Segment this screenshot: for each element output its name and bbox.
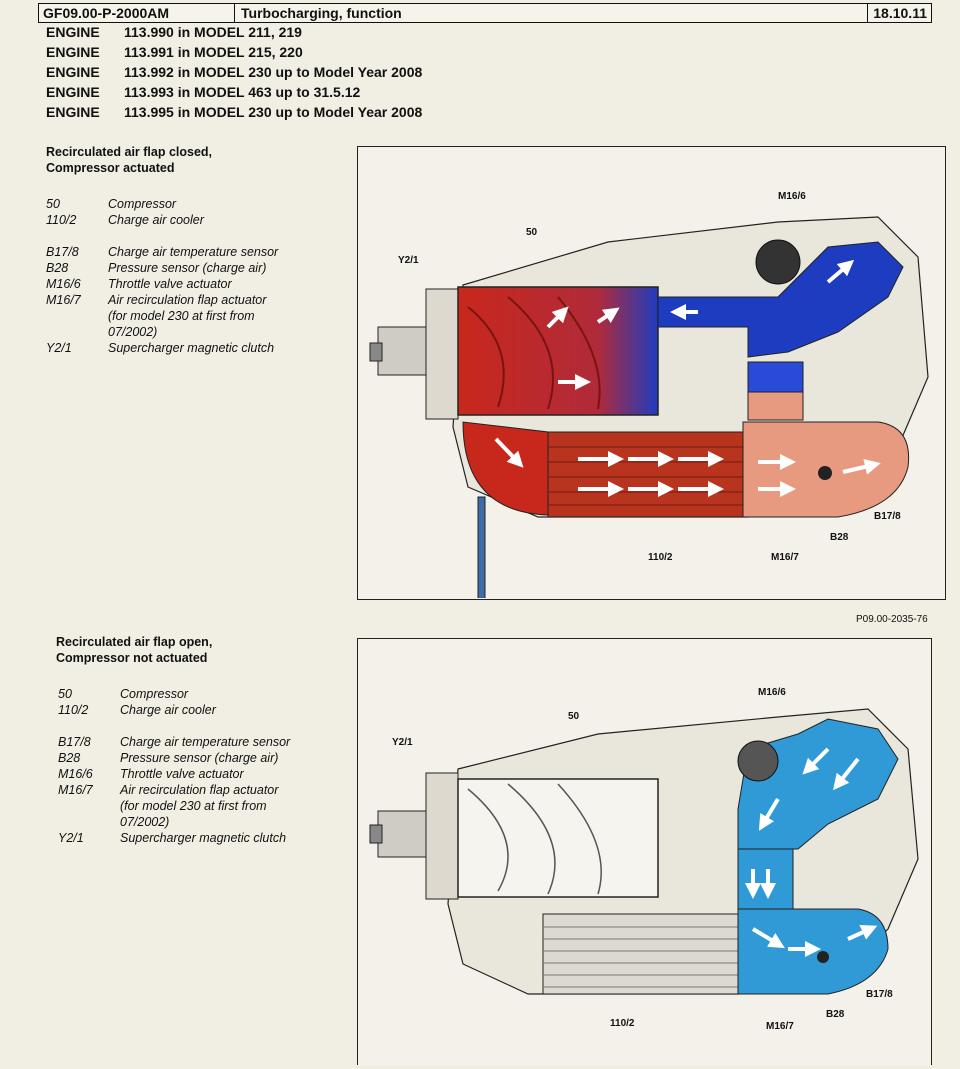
compressor-body [457, 286, 659, 416]
charge-air-cooler [542, 913, 739, 995]
legend-item: 07/2002) [120, 815, 170, 829]
label-b28: B28 [830, 532, 849, 543]
label-m16-7: M16/7 [766, 1021, 794, 1032]
compressor-body [457, 778, 659, 898]
doc-id: GF09.00-P-2000AM [39, 4, 235, 22]
intake-duct-blue [737, 718, 899, 850]
turbo-cutaway-blue: M16/6 50 Y2/1 B17/8 B28 110/2 M16/7 [369, 687, 919, 1032]
label-50: 50 [568, 711, 580, 722]
label-b17-8: B17/8 [874, 511, 901, 522]
turbo-cutaway-red: M16/6 50 Y2/1 B17/8 B28 110/2 M16/7 [369, 191, 929, 600]
label-m16-7: M16/7 [771, 552, 799, 563]
label-m16-6: M16/6 [778, 191, 806, 202]
label-y2-1: Y2/1 [392, 737, 413, 748]
section2-title: Recirculated air flap open, Compressor n… [56, 635, 213, 665]
document-header: GF09.00-P-2000AM Turbocharging, function… [38, 3, 932, 23]
legend-item: (for model 230 at first from [120, 799, 267, 813]
label-y2-1: Y2/1 [398, 255, 419, 266]
label-50: 50 [526, 227, 538, 238]
section1-title: Recirculated air flap closed, Compressor… [46, 145, 213, 175]
legend-item: (for model 230 at first from [108, 309, 255, 323]
legend-item: 07/2002) [108, 325, 158, 339]
label-110-2: 110/2 [610, 1018, 635, 1029]
charge-air-cooler [547, 431, 744, 518]
figure-ref: P09.00-2035-76 [856, 614, 928, 625]
label-b28: B28 [826, 1009, 845, 1020]
label-m16-6: M16/6 [758, 687, 786, 698]
diagram-compressor-actuated: M16/6 50 Y2/1 B17/8 B28 110/2 M16/7 [357, 146, 946, 600]
label-110-2: 110/2 [648, 552, 673, 563]
label-b17-8: B17/8 [866, 989, 893, 1000]
diagram-compressor-not-actuated: M16/6 50 Y2/1 B17/8 B28 110/2 M16/7 [357, 638, 932, 1065]
doc-date: 18.10.11 [867, 4, 931, 22]
doc-title: Turbocharging, function [241, 5, 402, 21]
